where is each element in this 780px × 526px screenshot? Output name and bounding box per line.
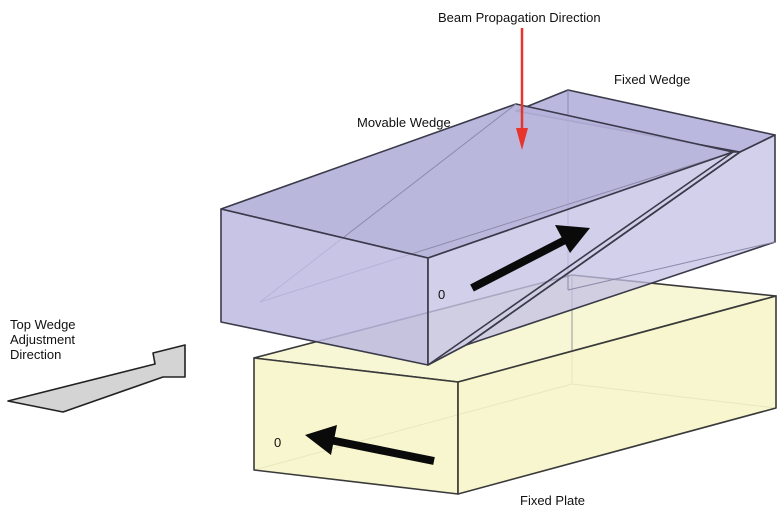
fixed-wedge-label: Fixed Wedge [614, 72, 690, 87]
movable-wedge-slope-edge [427, 151, 734, 366]
movable-wedge-zero-mark: 0 [438, 287, 445, 302]
fixed-plate-right-face [457, 295, 777, 495]
movable-wedge-slope-edge [465, 151, 741, 346]
fixed-wedge-hidden-edge [567, 241, 776, 291]
fixed-plate-label: Fixed Plate [520, 493, 585, 508]
bottom-motion-arrow-icon [305, 425, 435, 465]
beam-direction-arrow-icon [516, 28, 528, 150]
top-wedge-label-line2: Adjustment [10, 332, 75, 347]
movable-wedge-label: Movable Wedge [357, 115, 451, 130]
fixed-plate-zero-mark: 0 [274, 435, 281, 450]
movable-wedge [220, 103, 741, 366]
top-wedge-label-line3: Direction [10, 347, 61, 362]
fixed-plate-front-face [253, 357, 459, 495]
top-wedge-label-line1: Top Wedge [10, 317, 76, 332]
top-motion-arrow-icon [470, 225, 590, 292]
beam-propagation-label: Beam Propagation Direction [438, 10, 601, 25]
adjustment-direction-arrow-icon [7, 344, 186, 413]
